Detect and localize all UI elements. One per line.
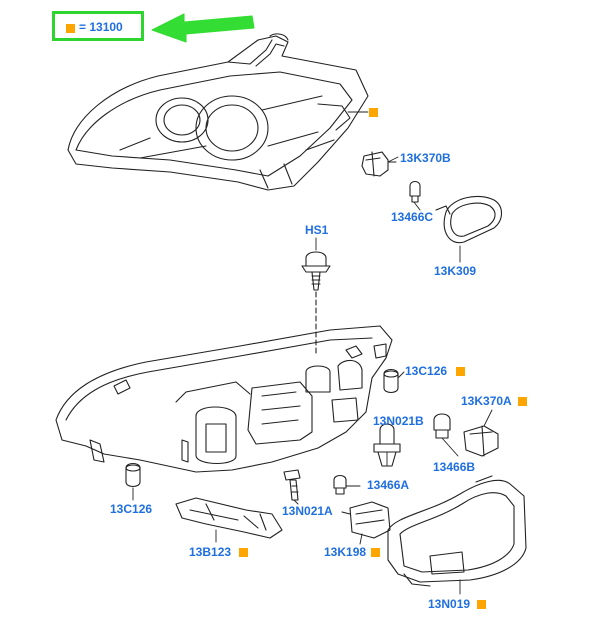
label-13c126-left: 13C126	[110, 502, 153, 516]
label-13n019: 13N019	[428, 597, 471, 611]
label-13n021b: 13N021B	[373, 414, 424, 428]
cap-13c126-left	[125, 462, 141, 488]
label-13k370b: 13K370B	[400, 151, 451, 165]
bulb-holder-13k370b	[361, 151, 397, 177]
marker-13100-13n019	[477, 600, 486, 609]
label-13c126-right: 13C126	[405, 364, 448, 378]
bulb-13466b	[433, 413, 451, 439]
label-13466a: 13466A	[367, 478, 410, 492]
marker-13100-13b123	[239, 548, 248, 557]
level-motor-13k198	[341, 501, 391, 539]
bulb-13n021b	[373, 423, 401, 467]
marker-13100-13k198	[371, 548, 380, 557]
legend-marker	[66, 24, 75, 33]
marker-13100-13k370a	[518, 397, 527, 406]
label-13k198: 13K198	[324, 545, 367, 559]
legend-box: = 13100	[52, 11, 144, 41]
headlamp-assembly-lower	[55, 325, 393, 473]
legend-arrow	[151, 13, 255, 43]
label-13b123: 13B123	[189, 545, 232, 559]
cap-13c126-right	[383, 368, 399, 394]
marker-13100-13c126	[456, 367, 465, 376]
label-13466b: 13466B	[433, 460, 476, 474]
label-13n021a: 13N021A	[282, 504, 333, 518]
bulb-13466c	[409, 180, 421, 203]
label-13k370a: 13K370A	[461, 394, 512, 408]
leader-lines	[132, 111, 493, 595]
label-13k309: 13K309	[434, 264, 477, 278]
marker-13100-headlamp	[369, 108, 378, 117]
bulb-13466a	[333, 474, 347, 495]
bulb-holder-13k370a	[463, 425, 499, 457]
label-13466c: 13466C	[391, 210, 434, 224]
screw-13n021a	[283, 469, 301, 501]
headlamp-assembly-upper	[67, 33, 369, 191]
screw-hs1	[301, 251, 331, 291]
rear-cover-13n019	[387, 475, 527, 587]
bracket-13b123	[175, 497, 283, 539]
label-hs1: HS1	[305, 223, 329, 237]
legend-text: = 13100	[79, 20, 123, 34]
side-repeater-13k309	[435, 195, 503, 244]
